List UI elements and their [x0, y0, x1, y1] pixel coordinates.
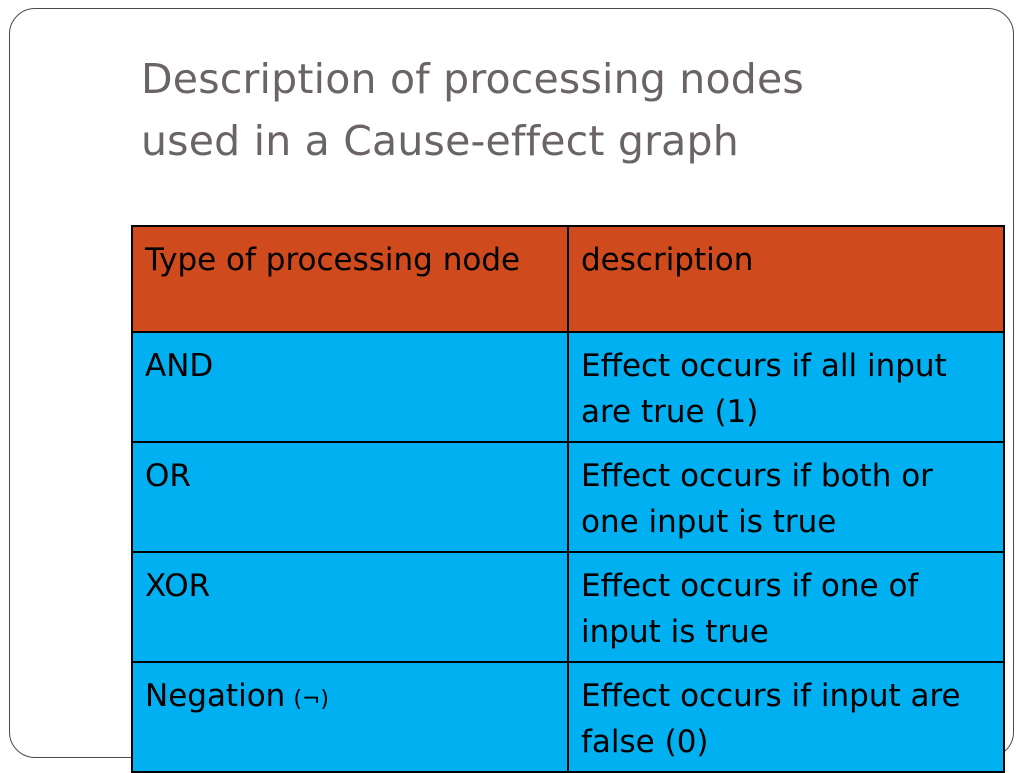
slide-title: Description of processing nodes used in …: [141, 48, 961, 172]
header-description: description: [567, 225, 1005, 333]
header-node-type: Type of processing node: [131, 225, 569, 333]
slide-title-line-1: Description of processing nodes: [141, 55, 804, 103]
slide-title-line-2: used in a Cause-effect graph: [141, 117, 739, 165]
node-type-cell: AND: [131, 331, 569, 443]
negation-label: Negation: [145, 678, 286, 714]
description-cell: Effect occurs if all input are true (1): [567, 331, 1005, 443]
negation-symbol: (¬): [293, 687, 329, 712]
table-row: XOR Effect occurs if one of input is tru…: [131, 551, 1005, 663]
table-header-row: Type of processing node description: [131, 225, 1005, 333]
node-type-cell: OR: [131, 441, 569, 553]
processing-nodes-table: Type of processing node description AND …: [131, 225, 1005, 773]
description-cell: Effect occurs if input are false (0): [567, 661, 1005, 773]
description-cell: Effect occurs if both or one input is tr…: [567, 441, 1005, 553]
table-row: OR Effect occurs if both or one input is…: [131, 441, 1005, 553]
processing-nodes-table-container: Type of processing node description AND …: [131, 225, 1005, 773]
table-row: AND Effect occurs if all input are true …: [131, 331, 1005, 443]
description-cell: Effect occurs if one of input is true: [567, 551, 1005, 663]
node-type-cell: XOR: [131, 551, 569, 663]
table-row: Negation (¬) Effect occurs if input are f…: [131, 661, 1005, 773]
node-type-cell: Negation (¬): [131, 661, 569, 773]
